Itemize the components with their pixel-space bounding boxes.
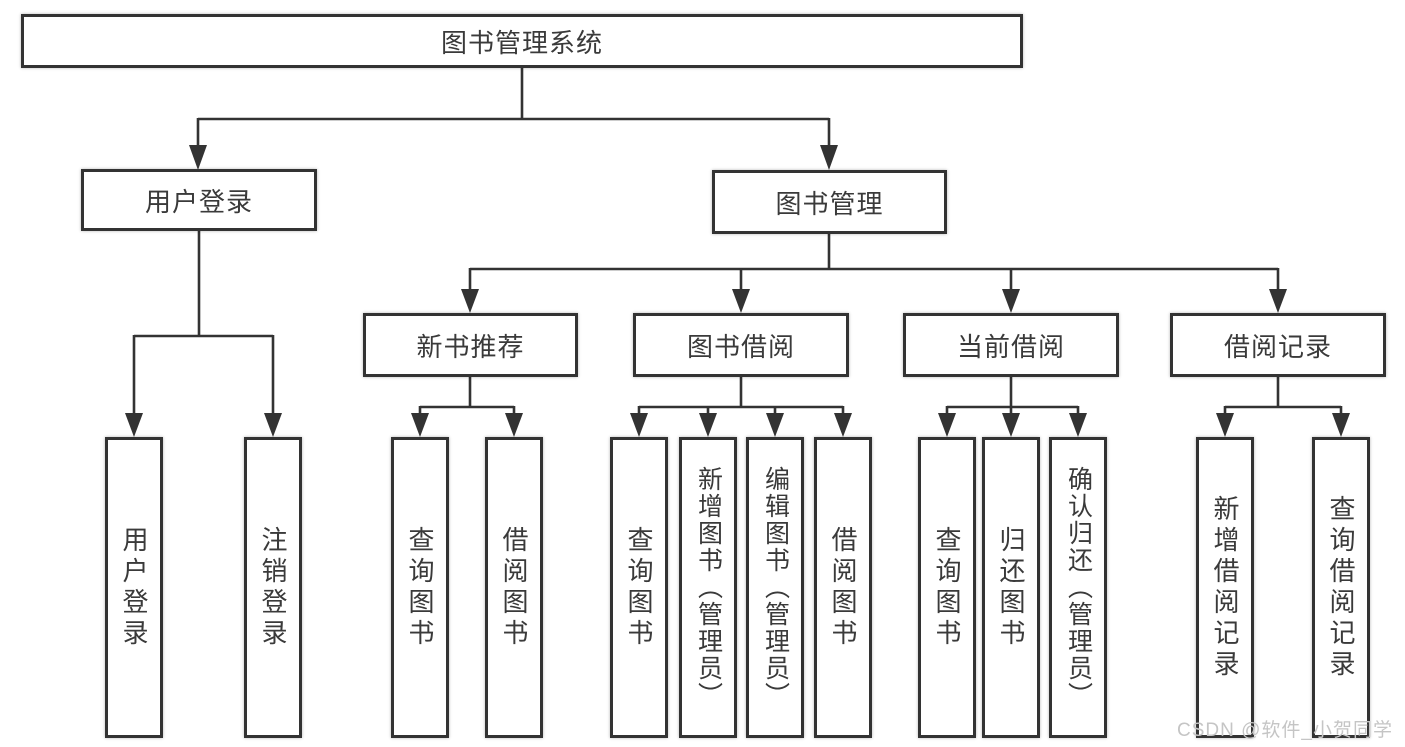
node-leaf-borrow-books-1: 借阅图书 [485,437,543,738]
node-leaf-add-books-admin: 新增图书（管理员） [679,437,737,738]
arrow-down-icon [125,413,143,437]
node-leaf-query-books-3: 查询图书 [918,437,976,738]
arrow-down-icon [1216,413,1234,437]
leaf-label: 查询图书 [624,525,654,650]
arrow-down-icon [1069,413,1087,437]
arrow-down-icon [189,145,207,170]
connector-book-borrow-to-leaves [630,377,852,437]
arrow-down-icon [630,413,648,437]
connector-borrow-records-to-leaves [1216,377,1350,437]
node-current-borrow: 当前借阅 [903,313,1119,377]
node-leaf-edit-books-admin: 编辑图书（管理员） [746,437,804,738]
node-borrow-records-label: 借阅记录 [1223,331,1332,362]
connector-new-book-recommend-to-leaves [411,377,523,437]
arrow-down-icon [834,413,852,437]
arrow-down-icon [264,413,282,437]
leaf-label: 新增图书（管理员） [694,466,723,709]
node-root: 图书管理系统 [21,14,1023,68]
node-leaf-borrow-books-2: 借阅图书 [814,437,872,738]
node-book-management: 图书管理 [712,170,947,234]
node-current-borrow-label: 当前借阅 [956,331,1065,362]
arrow-down-icon [1002,289,1020,313]
leaf-label: 归还图书 [996,525,1026,650]
node-leaf-return-books: 归还图书 [982,437,1040,738]
leaf-label: 注销登录 [258,525,288,650]
arrow-down-icon [938,413,956,437]
node-user-login-label: 用户登录 [144,186,253,217]
connector-root-to-level2 [189,68,838,170]
leaf-label: 查询借阅记录 [1326,494,1356,681]
node-leaf-query-books-2: 查询图书 [610,437,668,738]
leaf-label: 编辑图书（管理员） [761,466,790,709]
arrow-down-icon [461,289,479,313]
arrow-down-icon [1332,413,1350,437]
leaf-label: 确认归还（管理员） [1064,466,1093,709]
node-leaf-logout: 注销登录 [244,437,302,738]
arrow-down-icon [699,413,717,437]
node-book-borrow-label: 图书借阅 [686,331,795,362]
arrow-down-icon [1002,413,1020,437]
connector-current-borrow-to-leaves [938,377,1087,437]
node-leaf-user-login: 用户登录 [105,437,163,738]
node-leaf-confirm-return-admin: 确认归还（管理员） [1049,437,1107,738]
leaf-label: 查询图书 [405,525,435,650]
arrow-down-icon [505,413,523,437]
node-user-login: 用户登录 [81,169,317,231]
leaf-label: 用户登录 [119,525,149,650]
node-leaf-add-borrow-record: 新增借阅记录 [1196,437,1254,738]
connector-book-management-to-level3 [461,234,1287,313]
connector-user-login-to-leaves [125,230,282,437]
arrow-down-icon [411,413,429,437]
watermark: CSDN @软件_小贺同学 [1177,720,1393,741]
arrow-down-icon [820,145,838,170]
node-root-label: 图书管理系统 [440,27,603,58]
leaf-label: 查询图书 [932,525,962,650]
node-borrow-records: 借阅记录 [1170,313,1386,377]
node-leaf-query-borrow-record: 查询借阅记录 [1312,437,1370,738]
arrow-down-icon [766,413,784,437]
leaf-label: 借阅图书 [499,525,529,650]
node-book-borrow: 图书借阅 [633,313,849,377]
node-new-book-recommend: 新书推荐 [363,313,578,377]
node-leaf-query-books-1: 查询图书 [391,437,449,738]
node-new-book-recommend-label: 新书推荐 [416,331,525,362]
node-book-management-label: 图书管理 [775,188,884,219]
leaf-label: 新增借阅记录 [1210,494,1240,681]
arrow-down-icon [1269,289,1287,313]
leaf-label: 借阅图书 [828,525,858,650]
arrow-down-icon [732,289,750,313]
